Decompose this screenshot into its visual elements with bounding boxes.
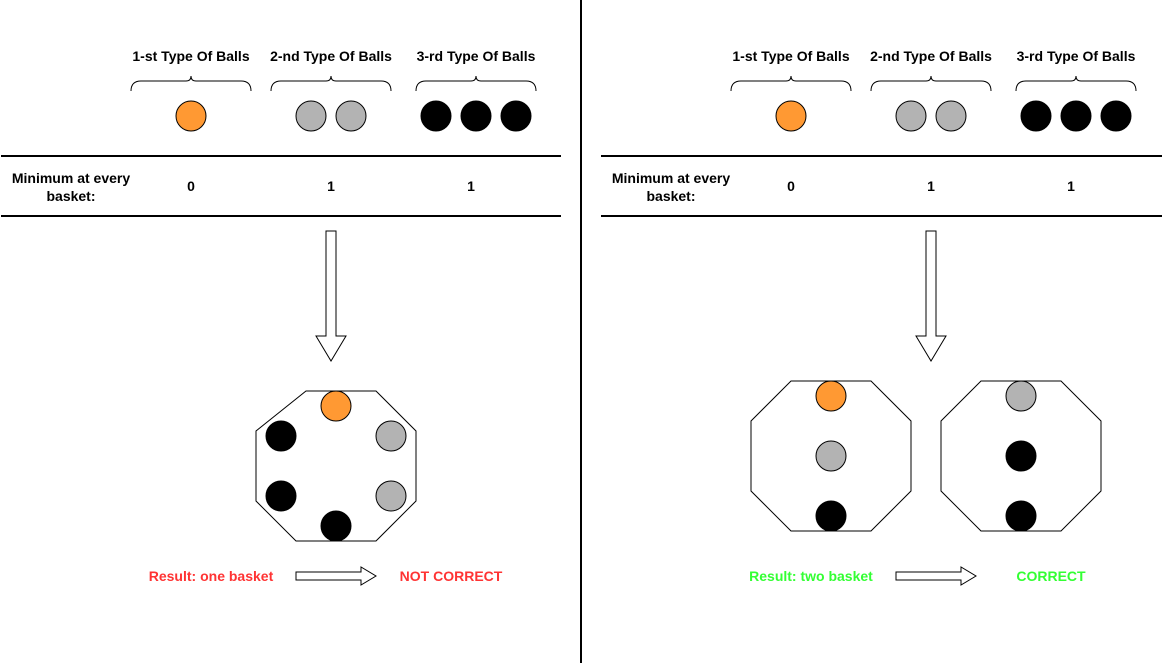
right-arrow (895, 566, 977, 586)
verdict-label: NOT CORRECT (400, 568, 503, 584)
orange-ball (775, 100, 807, 132)
type-1-brace (730, 75, 852, 92)
gray-ball (295, 100, 327, 132)
minimum-label-line1: Minimum at every (612, 170, 730, 186)
minimum-value-type-2: 1 (327, 178, 335, 194)
type-3-brace (415, 75, 537, 92)
minimum-label-line1: Minimum at every (12, 170, 130, 186)
black-ball (500, 100, 532, 132)
orange-ball (320, 390, 352, 422)
type-3-header: 3-rd Type Of Balls (1017, 48, 1136, 64)
black-ball (1060, 100, 1092, 132)
gray-ball (895, 100, 927, 132)
basket (255, 390, 417, 542)
minimum-value-type-1: 0 (187, 178, 195, 194)
orange-ball (815, 380, 847, 412)
type-1-header: 1-st Type Of Balls (732, 48, 849, 64)
left-panel: 1-st Type Of Balls 2-nd Type Of Balls 3-… (1, 48, 561, 586)
down-arrow (315, 230, 347, 362)
gray-ball (375, 480, 407, 512)
type-2-header: 2-nd Type Of Balls (870, 48, 992, 64)
result-label: Result: two basket (749, 568, 873, 584)
type-1-brace (130, 75, 252, 92)
gray-ball (935, 100, 967, 132)
right-arrow (295, 566, 377, 586)
black-ball (1005, 500, 1037, 532)
black-ball (265, 420, 297, 452)
black-ball (1005, 440, 1037, 472)
black-ball (320, 510, 352, 542)
minimum-value-type-2: 1 (927, 178, 935, 194)
result-label: Result: one basket (149, 568, 274, 584)
type-3-brace (1015, 75, 1137, 92)
minimum-value-type-3: 1 (1067, 178, 1075, 194)
minimum-label-line2: basket: (46, 188, 95, 204)
black-ball (265, 480, 297, 512)
gray-ball (335, 100, 367, 132)
minimum-value-type-1: 0 (787, 178, 795, 194)
minimum-value-type-3: 1 (467, 178, 475, 194)
type-2-brace (270, 75, 392, 92)
type-1-header: 1-st Type Of Balls (132, 48, 249, 64)
type-3-header: 3-rd Type Of Balls (417, 48, 536, 64)
minimum-label-line2: basket: (646, 188, 695, 204)
verdict-label: CORRECT (1016, 568, 1086, 584)
type-2-header: 2-nd Type Of Balls (270, 48, 392, 64)
right-panel: 1-st Type Of Balls 2-nd Type Of Balls 3-… (601, 48, 1162, 586)
black-ball (1100, 100, 1132, 132)
gray-ball (815, 440, 847, 472)
gray-ball (1005, 380, 1037, 412)
black-ball (815, 500, 847, 532)
black-ball (460, 100, 492, 132)
gray-ball (375, 420, 407, 452)
orange-ball (175, 100, 207, 132)
down-arrow (915, 230, 947, 362)
black-ball (420, 100, 452, 132)
black-ball (1020, 100, 1052, 132)
type-2-brace (870, 75, 992, 92)
